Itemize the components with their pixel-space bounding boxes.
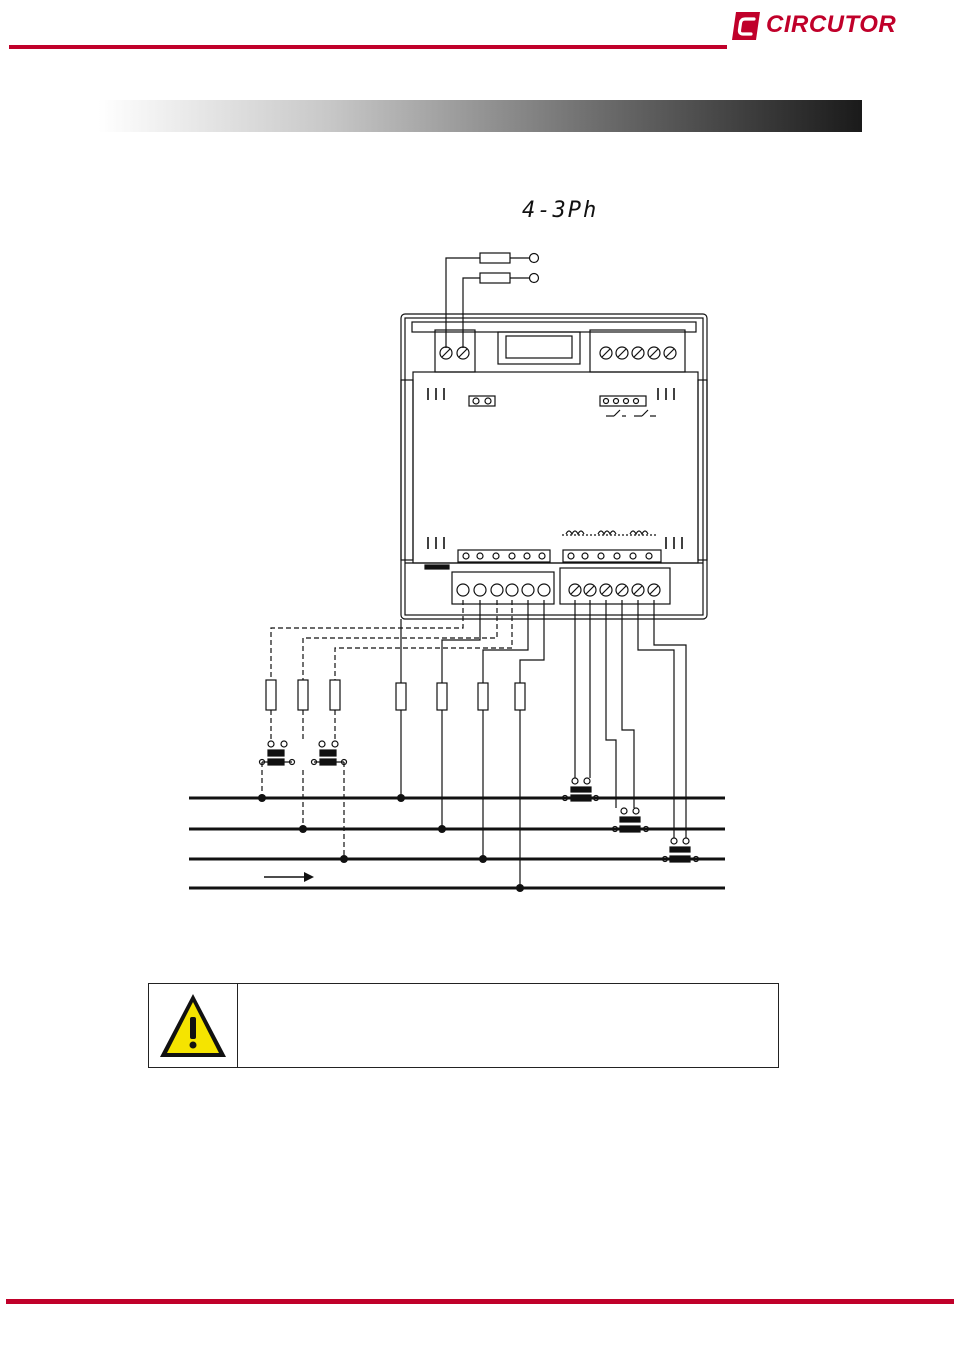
brand-name: CIRCUTOR bbox=[766, 11, 897, 38]
footer-rule bbox=[6, 1299, 954, 1304]
section-title-bar bbox=[98, 100, 862, 132]
switch-icon bbox=[606, 409, 656, 417]
coil-icon bbox=[562, 530, 656, 536]
display-code: 4-3Ph bbox=[522, 198, 599, 223]
brand-logo: CIRCUTOR bbox=[730, 8, 910, 44]
warning-box bbox=[148, 983, 779, 1068]
arrow-icon bbox=[264, 872, 314, 882]
circutor-logo-icon bbox=[732, 12, 760, 40]
junction-dots bbox=[258, 794, 524, 892]
current-wiring bbox=[574, 600, 687, 838]
busbars bbox=[189, 796, 725, 890]
current-transformer-icon bbox=[561, 777, 700, 863]
wiring-diagram bbox=[189, 252, 725, 892]
header-rule bbox=[9, 45, 727, 49]
optional-vt-wiring bbox=[261, 600, 513, 859]
warning-triangle-icon bbox=[160, 994, 226, 1057]
meter-housing bbox=[400, 313, 708, 620]
voltage-wiring bbox=[395, 600, 545, 888]
power-supply-fuses bbox=[445, 252, 540, 348]
warning-icon-cell bbox=[149, 984, 238, 1067]
voltage-transformer-icons bbox=[258, 740, 348, 766]
